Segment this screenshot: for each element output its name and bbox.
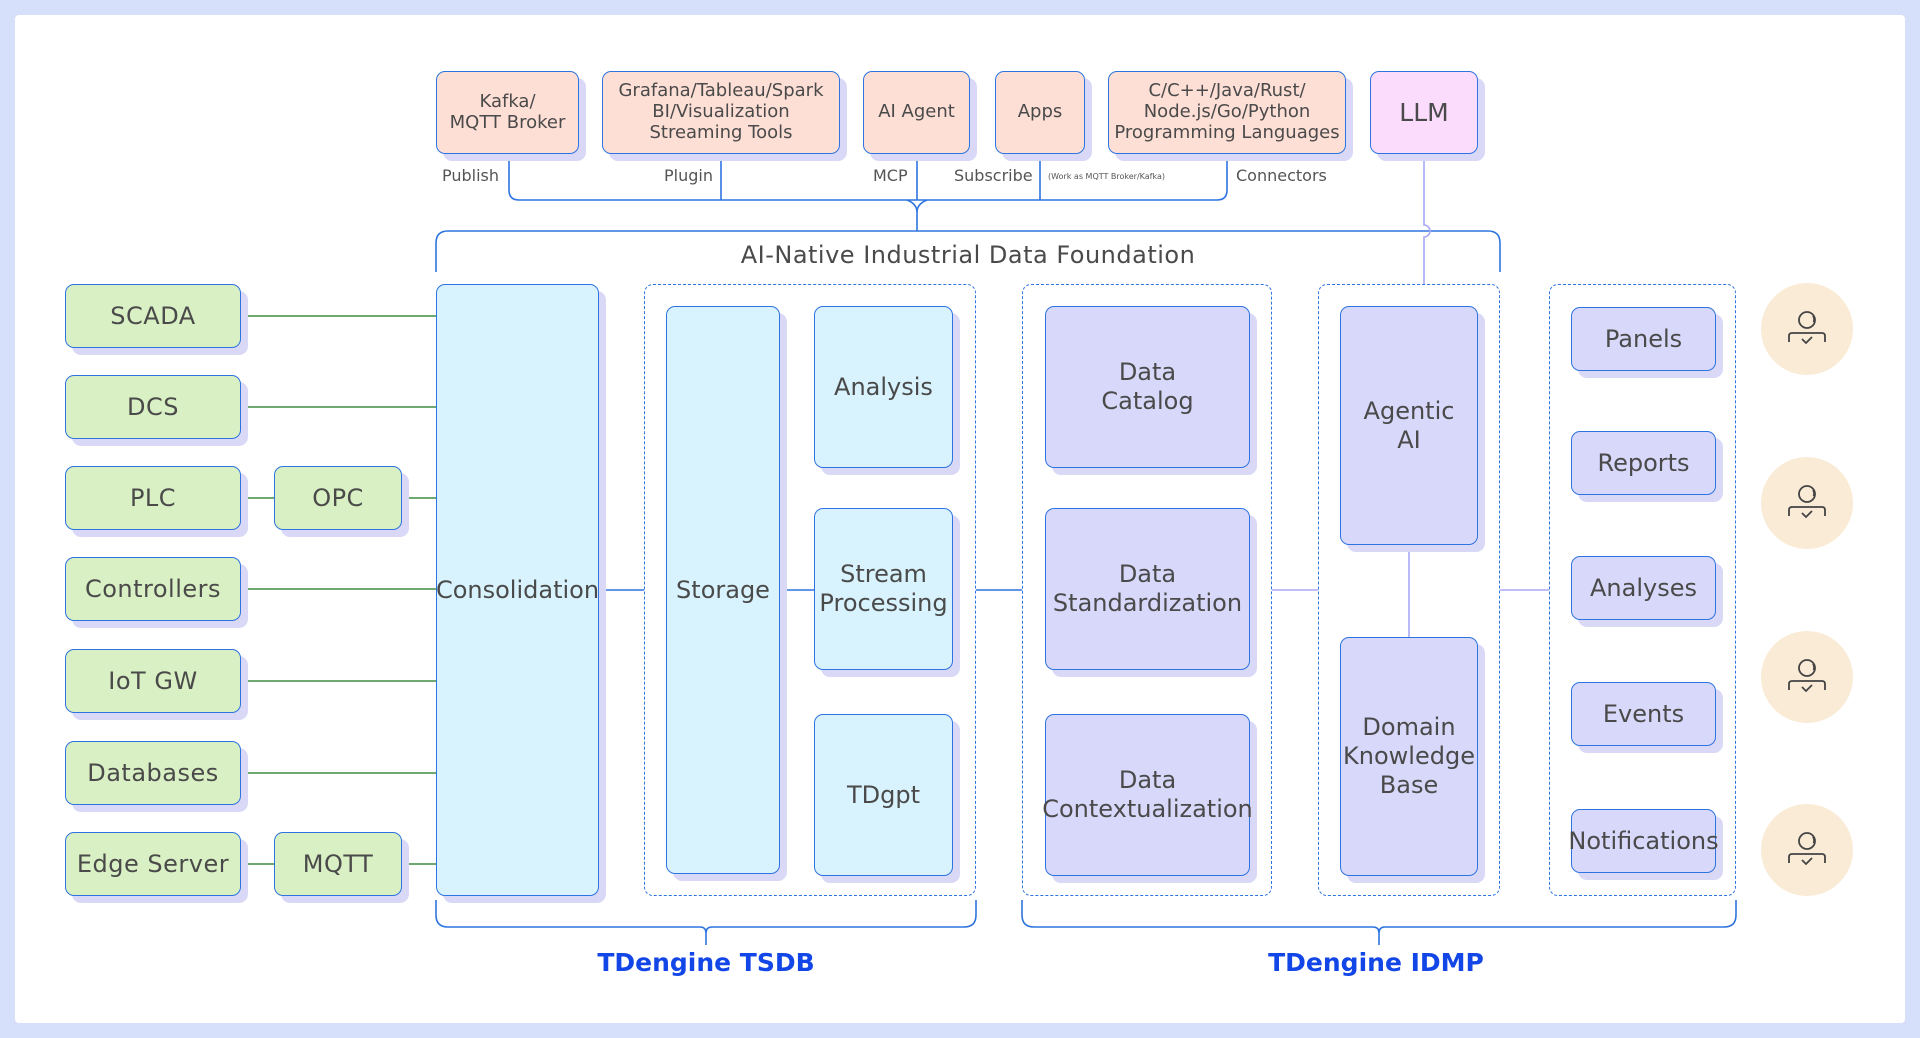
integration-languages: C/C++/Java/Rust/ Node.js/Go/Python Progr… <box>1108 71 1346 154</box>
label-subscribe: Subscribe <box>954 166 1033 185</box>
protocol-opc: OPC <box>274 466 402 530</box>
user-check-icon <box>1788 311 1826 345</box>
tsdb-group <box>644 284 976 896</box>
protocol-mqtt: MQTT <box>274 832 402 896</box>
label-subscribe-note: (Work as MQTT Broker/Kafka) <box>1048 172 1165 181</box>
analysis-box: Analysis <box>814 306 953 468</box>
tsdb-product-label: TDengine TSDB <box>597 948 815 977</box>
foundation-bracket <box>435 230 1501 272</box>
source-dcs: DCS <box>65 375 241 439</box>
consolidation-box: Consolidation <box>436 284 599 896</box>
llm-box: LLM <box>1370 71 1478 154</box>
integration-bus <box>508 154 1228 201</box>
output-analyses: Analyses <box>1571 556 1716 620</box>
label-publish: Publish <box>442 166 500 185</box>
source-databases: Databases <box>65 741 241 805</box>
data-contextualization-box: Data Contextualization <box>1042 714 1253 876</box>
data-standardization-box: Data Standardization <box>1045 508 1250 670</box>
source-edge-server: Edge Server <box>65 832 241 896</box>
output-reports: Reports <box>1571 431 1716 495</box>
integration-apps: Apps <box>995 71 1085 154</box>
output-notifications: Notifications <box>1568 809 1719 873</box>
stream-processing-box: Stream Processing <box>814 508 953 670</box>
source-scada: SCADA <box>65 284 241 348</box>
user-check-icon <box>1788 485 1826 519</box>
user-check-icon <box>1788 832 1826 866</box>
tsdb-bracket <box>435 900 977 945</box>
label-plugin: Plugin <box>664 166 713 185</box>
source-controllers: Controllers <box>65 557 241 621</box>
idmp-outputs-group <box>1549 284 1736 896</box>
idmp-ai-group <box>1318 284 1500 896</box>
idmp-product-label: TDengine IDMP <box>1268 948 1484 977</box>
label-mcp: MCP <box>873 166 908 185</box>
output-panels: Panels <box>1571 307 1716 371</box>
agentic-ai-box: Agentic AI <box>1340 306 1478 545</box>
user-check-icon <box>1788 659 1826 693</box>
label-connectors: Connectors <box>1236 166 1327 185</box>
bus-to-foundation <box>906 199 928 231</box>
source-plc: PLC <box>65 466 241 530</box>
user-avatar-1 <box>1761 283 1853 375</box>
user-avatar-4 <box>1761 804 1853 896</box>
foundation-title: AI-Native Industrial Data Foundation <box>740 241 1196 269</box>
integration-kafka: Kafka/ MQTT Broker <box>436 71 579 154</box>
data-catalog-box: Data Catalog <box>1045 306 1250 468</box>
line-llm <box>1423 154 1431 284</box>
integration-grafana: Grafana/Tableau/Spark BI/Visualization S… <box>602 71 840 154</box>
integration-ai-agent: AI Agent <box>863 71 970 154</box>
source-iot-gw: IoT GW <box>65 649 241 713</box>
user-avatar-2 <box>1761 457 1853 549</box>
domain-knowledge-base-box: Domain Knowledge Base <box>1340 637 1478 876</box>
output-events: Events <box>1571 682 1716 746</box>
storage-box: Storage <box>666 306 780 874</box>
idmp-bracket <box>1021 900 1737 945</box>
idmp-data-group <box>1022 284 1272 896</box>
tdgpt-box: TDgpt <box>814 714 953 876</box>
user-avatar-3 <box>1761 631 1853 723</box>
